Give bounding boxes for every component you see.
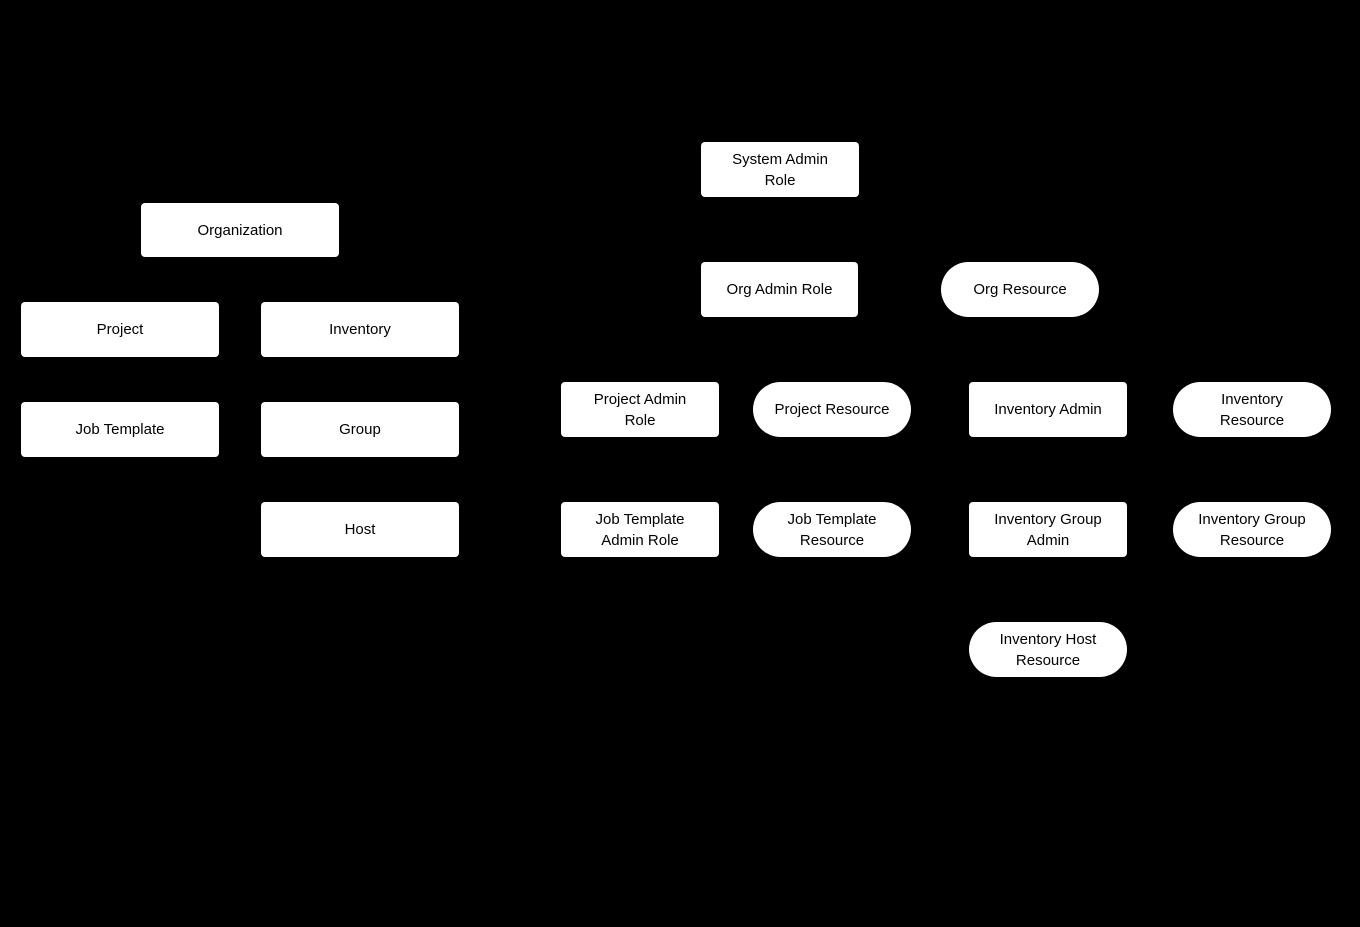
- node-group: Group: [261, 402, 459, 457]
- node-job-template: Job Template: [21, 402, 219, 457]
- node-project-admin-role: Project Admin Role: [561, 382, 719, 437]
- node-inventory: Inventory: [261, 302, 459, 357]
- node-organization: Organization: [141, 203, 339, 257]
- node-inventory-group-resource: Inventory Group Resource: [1173, 502, 1331, 557]
- node-inventory-group-admin: Inventory Group Admin: [969, 502, 1127, 557]
- node-project: Project: [21, 302, 219, 357]
- node-inventory-resource: Inventory Resource: [1173, 382, 1331, 437]
- node-org-admin-role: Org Admin Role: [701, 262, 858, 317]
- node-inventory-host-resource: Inventory Host Resource: [969, 622, 1127, 677]
- node-system-admin-role: System Admin Role: [701, 142, 859, 197]
- node-org-resource: Org Resource: [941, 262, 1099, 317]
- node-inventory-admin: Inventory Admin: [969, 382, 1127, 437]
- node-project-resource: Project Resource: [753, 382, 911, 437]
- node-host: Host: [261, 502, 459, 557]
- node-job-template-resource: Job Template Resource: [753, 502, 911, 557]
- node-job-template-admin-role: Job Template Admin Role: [561, 502, 719, 557]
